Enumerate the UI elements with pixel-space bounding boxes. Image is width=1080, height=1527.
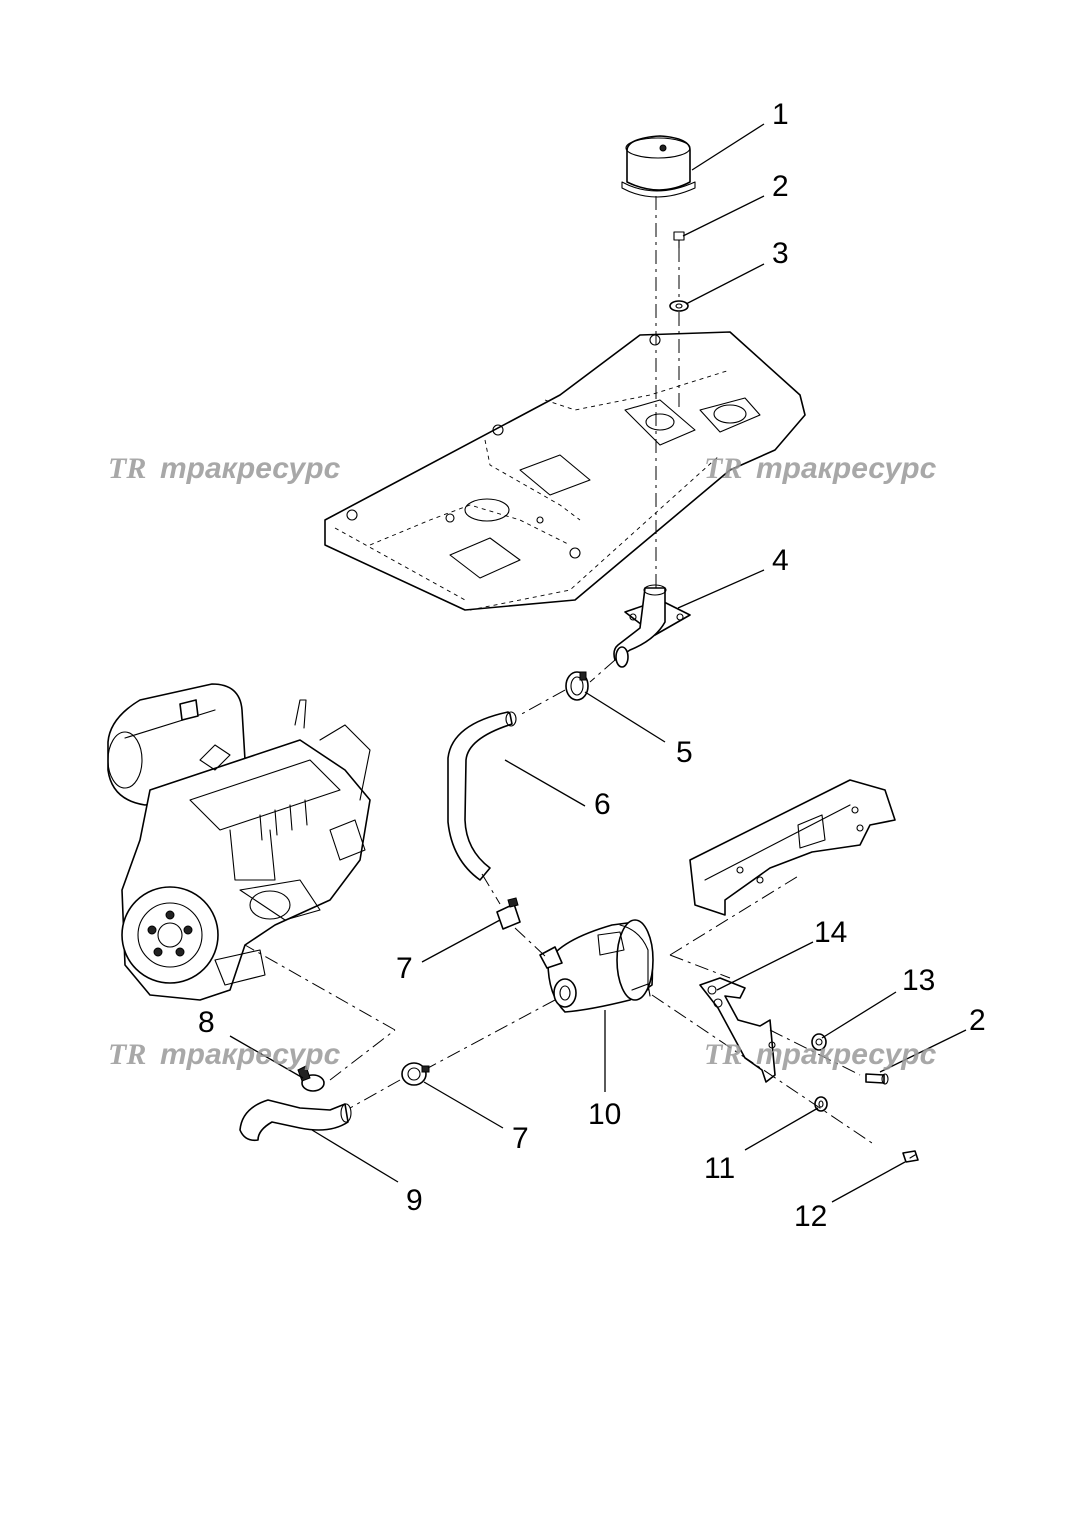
- callout-14: 14: [814, 916, 847, 949]
- lower-hose: [239, 1099, 352, 1142]
- watermark-top-right: TR тракресурс: [704, 452, 937, 485]
- deck-plate: [324, 331, 806, 611]
- callout-labels: 1 2 3 4 5 6 7 8 7 9 10 14 13 2 11 12: [198, 98, 986, 1233]
- watermark-bottom-right: TR тракресурс: [704, 1038, 937, 1071]
- callout-5: 5: [676, 736, 693, 769]
- watermark-text: тракресурс: [756, 1038, 937, 1071]
- callout-10: 10: [588, 1098, 621, 1131]
- callout-13: 13: [902, 964, 935, 997]
- callout-6: 6: [594, 788, 611, 821]
- callout-2-top: 2: [772, 170, 789, 203]
- intake-elbow: [613, 584, 691, 668]
- callout-3: 3: [772, 237, 789, 270]
- bolt-right: [865, 1073, 889, 1085]
- engine-illustration: [107, 683, 371, 1001]
- watermark-text: тракресурс: [160, 1038, 341, 1071]
- hose-clamp-upper: [565, 671, 589, 701]
- callout-7-lower: 7: [512, 1122, 529, 1155]
- bolt-lower: [902, 1150, 919, 1163]
- watermark-text: тракресурс: [160, 452, 341, 485]
- center-lines: [244, 196, 876, 1146]
- upper-hose: [447, 711, 517, 881]
- bolt-top: [673, 231, 685, 249]
- hose-clamp-lower: [401, 1062, 430, 1086]
- watermark-logo: TR: [704, 452, 742, 485]
- washer-lower: [814, 1096, 828, 1112]
- callout-11: 11: [704, 1152, 735, 1185]
- callout-12: 12: [794, 1200, 827, 1233]
- washer-top: [669, 300, 689, 312]
- frame-bracket: [689, 779, 896, 916]
- hose-clamp-small: [297, 1065, 325, 1092]
- watermark-logo: TR: [108, 1038, 146, 1071]
- watermark-bottom-left: TR тракресурс: [108, 1038, 341, 1071]
- watermark-logo: TR: [704, 1038, 742, 1071]
- air-filter-housing: [539, 919, 654, 1013]
- callout-7-upper: 7: [396, 952, 413, 985]
- callout-1: 1: [772, 98, 789, 131]
- watermark-top-left: TR тракресурс: [108, 452, 341, 485]
- callout-4: 4: [772, 544, 789, 577]
- pre-cleaner-cap: [621, 135, 696, 198]
- watermark-text: тракресурс: [756, 452, 937, 485]
- hose-clamp-middle: [496, 897, 521, 930]
- watermark-logo: TR: [108, 452, 146, 485]
- callout-2-lower: 2: [969, 1004, 986, 1037]
- leader-lines: [229, 123, 967, 1203]
- callout-9: 9: [406, 1184, 423, 1217]
- callout-8: 8: [198, 1006, 215, 1039]
